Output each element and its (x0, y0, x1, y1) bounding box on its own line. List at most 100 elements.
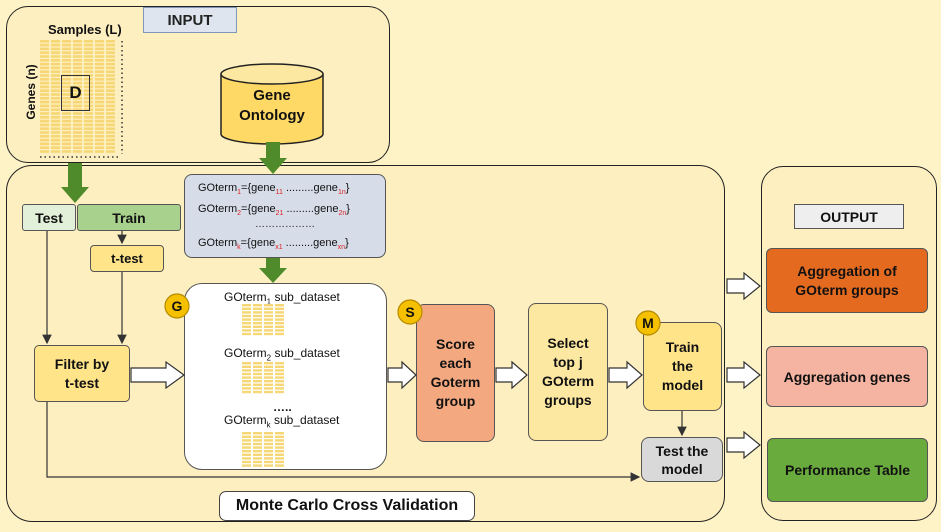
mccv-to-perf-table-arrow (726, 430, 761, 460)
matrix-cell (106, 93, 115, 96)
matrix-cell (73, 59, 82, 62)
matrix-cell (51, 119, 60, 123)
matrix-cell (106, 127, 115, 130)
matrix-cell (62, 51, 71, 54)
sub-grid-cell (253, 460, 262, 464)
matrix-cell (95, 119, 104, 123)
matrix-cell (84, 123, 93, 127)
matrix-cell (106, 85, 115, 89)
sub-grid-cell (264, 369, 273, 372)
sub-grid-cell (275, 383, 284, 386)
sub-grid-cell (253, 307, 262, 310)
matrix-cell (84, 116, 93, 119)
aggregation-goterm-groups-box: Aggregation of GOterm groups (766, 248, 928, 313)
matrix-cell (84, 43, 93, 47)
sub-grid-cells (242, 304, 284, 467)
sub-grid-cell (264, 325, 273, 328)
sub-grid-cell (275, 380, 284, 383)
sub-grid-cell (275, 435, 284, 438)
matrix-cell (73, 116, 82, 119)
sub-grid-cell (242, 432, 251, 435)
matrix-cell (106, 112, 115, 115)
matrix-cell (73, 108, 82, 111)
sub-grid-cell (275, 464, 284, 467)
matrix-cell (40, 150, 49, 153)
matrix-cell (51, 62, 60, 66)
sub-grid-cell (242, 311, 251, 314)
matrix-cell (84, 135, 93, 138)
sub-grid-cell (264, 380, 273, 383)
sub-grid-cell (264, 435, 273, 438)
matrix-cell (106, 47, 115, 51)
filter-line1: Filter by (54, 355, 110, 372)
agg-groups-line2: GOterm groups (795, 281, 899, 298)
sub-grid-cell (275, 365, 284, 368)
sub-grid-cell (275, 457, 284, 460)
mccv-to-agg-genes-arrow (726, 360, 761, 390)
sub-grid-cell (275, 369, 284, 372)
sub-grid-cell (264, 387, 273, 390)
matrix-cell (73, 78, 82, 81)
sub-grid-cell (242, 387, 251, 390)
matrix-cell (106, 62, 115, 66)
matrix-cell (62, 40, 71, 43)
matrix-cell (73, 150, 82, 153)
test-box: Test (22, 204, 76, 231)
matrix-cell (73, 70, 82, 73)
sub-grid-cell (264, 372, 273, 376)
matrix-cell (62, 97, 71, 100)
matrix-cell (51, 55, 60, 58)
matrix-cell (62, 150, 71, 153)
matrix-cell (73, 51, 82, 54)
matrix-cell (106, 138, 115, 142)
matrix-cell (62, 123, 71, 127)
matrix-cell (84, 112, 93, 115)
sub-grid-cell (264, 314, 273, 318)
sub-grid-cell (253, 387, 262, 390)
sub-grid-cell (264, 304, 273, 307)
matrix-cell (62, 146, 71, 149)
sub-grid-cell (264, 439, 273, 442)
matrix-cell (106, 59, 115, 62)
sub-grid-cell (242, 304, 251, 307)
sub-grid-cell (242, 380, 251, 383)
matrix-cell (95, 93, 104, 96)
matrix-cell (95, 85, 104, 89)
matrix-cell (40, 74, 49, 77)
sub-grid-cell (264, 432, 273, 435)
matrix-cell (40, 70, 49, 73)
matrix-cell (62, 100, 71, 104)
matrix-cell (95, 150, 104, 153)
matrix-cell (51, 142, 60, 146)
matrix-cell (84, 62, 93, 66)
matrix-cell (62, 43, 71, 47)
matrix-cell (40, 142, 49, 146)
matrix-cell (106, 104, 115, 108)
matrix-cell (95, 74, 104, 77)
matrix-cell (95, 59, 104, 62)
sub-grid-cell (264, 460, 273, 464)
select-line1: Select (547, 335, 589, 351)
matrix-cell (51, 70, 60, 73)
sub-grid-cell (253, 464, 262, 467)
sub-grid-cell (242, 325, 251, 328)
matrix-cell (84, 146, 93, 149)
matrix-cell (62, 116, 71, 119)
matrix-cell (84, 81, 93, 85)
sub-grid-cell (253, 383, 262, 386)
sub-grid-cell (253, 362, 262, 365)
matrix-cell (84, 47, 93, 51)
select-line4: groups (544, 392, 592, 408)
samples-label: Samples (L) (48, 22, 122, 37)
matrix-cell (95, 100, 104, 104)
matrix-cell (40, 51, 49, 54)
matrix-cell (95, 135, 104, 138)
matrix-cell (73, 47, 82, 51)
matrix-cell (106, 81, 115, 85)
matrix-cell (106, 70, 115, 73)
sub-grid-cell (242, 464, 251, 467)
matrix-cell (40, 47, 49, 51)
matrix-cell (106, 142, 115, 146)
matrix-cell (51, 66, 60, 70)
sub-grid-cell (264, 442, 273, 446)
